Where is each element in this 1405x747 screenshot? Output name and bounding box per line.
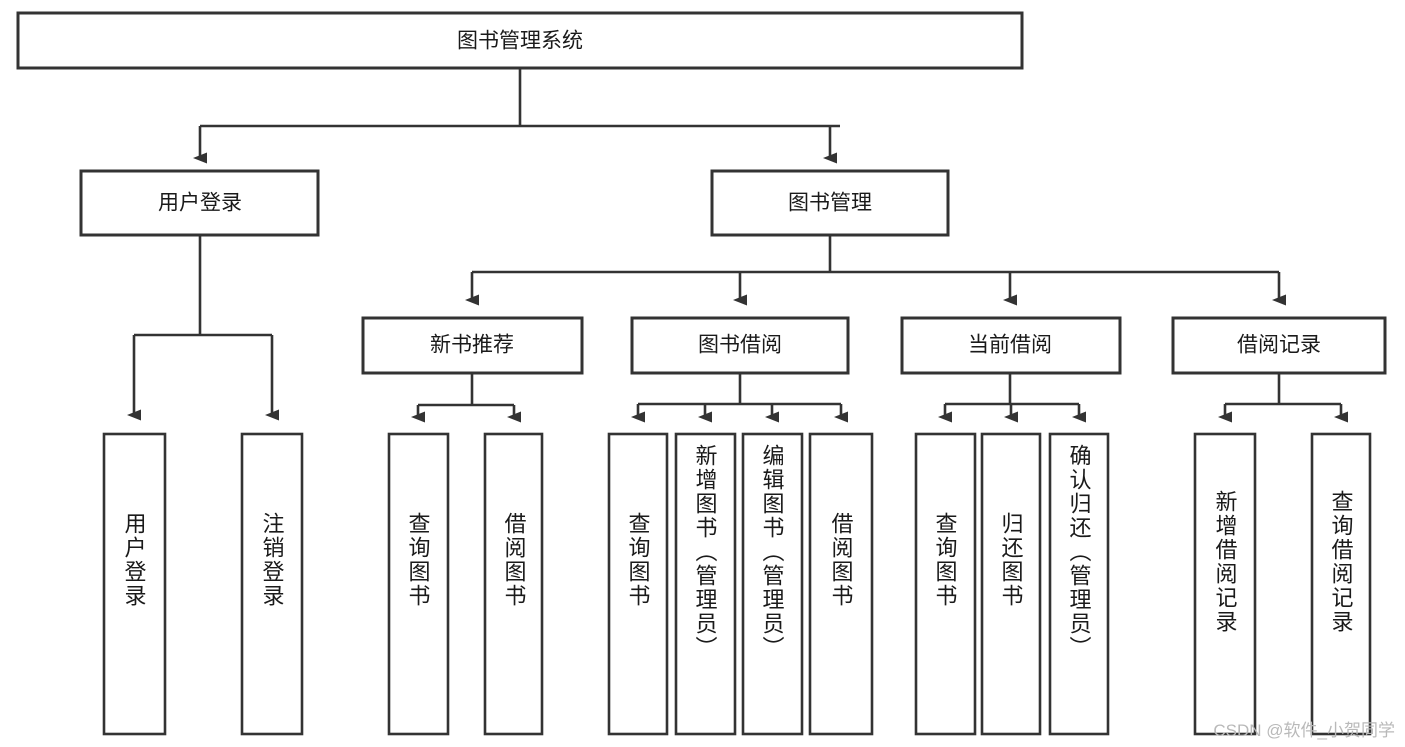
- node-book-borrow[interactable]: 图书借阅: [630, 316, 850, 375]
- node-book-borrow-label: 图书借阅: [698, 334, 782, 357]
- connector-userlogin-to-leaves: [127, 235, 279, 421]
- leaf-label-bb-add-book: 新增图书（管理员）: [692, 444, 718, 660]
- leaf-box-logout[interactable]: [240, 432, 304, 736]
- leaf-box-nb-borrow-book[interactable]: [483, 432, 544, 736]
- leaf-label-cb-confirm-return: 确认归还（管理员）: [1066, 444, 1092, 660]
- leaf-box-bb-borrow-book[interactable]: [808, 432, 874, 736]
- connector-borrowrecords-to-leaves: [1218, 373, 1348, 423]
- leaf-box-cb-query-book[interactable]: [914, 432, 977, 736]
- connector-bookborrow-to-leaves: [631, 373, 848, 423]
- leaf-label-bb-borrow-book: 借阅图书: [828, 512, 854, 608]
- leaf-label-cb-return-book: 归还图书: [998, 512, 1024, 608]
- leaf-label-cb-query-book: 查询图书: [932, 512, 958, 608]
- node-root[interactable]: 图书管理系统: [16, 11, 1024, 70]
- node-user-login[interactable]: 用户登录: [79, 169, 320, 237]
- leaf-label-user-login: 用户登录: [121, 512, 147, 608]
- node-root-label: 图书管理系统: [457, 30, 583, 53]
- connector-newbooks-to-leaves: [411, 373, 521, 423]
- leaf-label-bb-edit-book: 编辑图书（管理员）: [759, 444, 785, 660]
- node-borrow-records[interactable]: 借阅记录: [1171, 316, 1387, 375]
- leaf-box-br-add-record[interactable]: [1193, 432, 1257, 736]
- node-book-management-label: 图书管理: [788, 192, 872, 215]
- node-new-book-recommend[interactable]: 新书推荐: [361, 316, 584, 375]
- watermark-text: CSDN @软件_小贺同学: [1213, 721, 1395, 740]
- leaf-label-nb-borrow-book: 借阅图书: [501, 512, 527, 608]
- node-new-book-recommend-label: 新书推荐: [430, 334, 514, 357]
- leaf-label-nb-query-book: 查询图书: [405, 512, 431, 608]
- leaf-box-bb-query-book[interactable]: [607, 432, 669, 736]
- leaf-label-br-add-record: 新增借阅记录: [1212, 490, 1238, 634]
- leaf-box-bb-edit-book[interactable]: [741, 432, 804, 736]
- leaf-box-bb-add-book[interactable]: [674, 432, 737, 736]
- leaf-box-cb-confirm-return[interactable]: [1048, 432, 1110, 736]
- node-borrow-records-label: 借阅记录: [1237, 334, 1321, 357]
- connector-root-to-level2: [193, 68, 840, 164]
- node-current-borrow[interactable]: 当前借阅: [900, 316, 1122, 375]
- leaf-box-br-query-record[interactable]: [1310, 432, 1372, 736]
- leaf-box-nb-query-book[interactable]: [387, 432, 450, 736]
- connector-bookmgmt-to-level3: [465, 235, 1286, 306]
- leaf-label-logout: 注销登录: [259, 512, 285, 608]
- leaf-label-br-query-record: 查询借阅记录: [1328, 490, 1354, 634]
- leaf-label-bb-query-book: 查询图书: [625, 512, 651, 608]
- leaf-box-user-login[interactable]: [102, 432, 167, 736]
- node-user-login-label: 用户登录: [158, 192, 242, 215]
- leaf-boxes: [102, 432, 1372, 736]
- leaf-box-cb-return-book[interactable]: [980, 432, 1042, 736]
- connector-currentborrow-to-leaves: [938, 373, 1086, 423]
- node-current-borrow-label: 当前借阅: [968, 334, 1052, 357]
- node-book-management[interactable]: 图书管理: [710, 169, 950, 237]
